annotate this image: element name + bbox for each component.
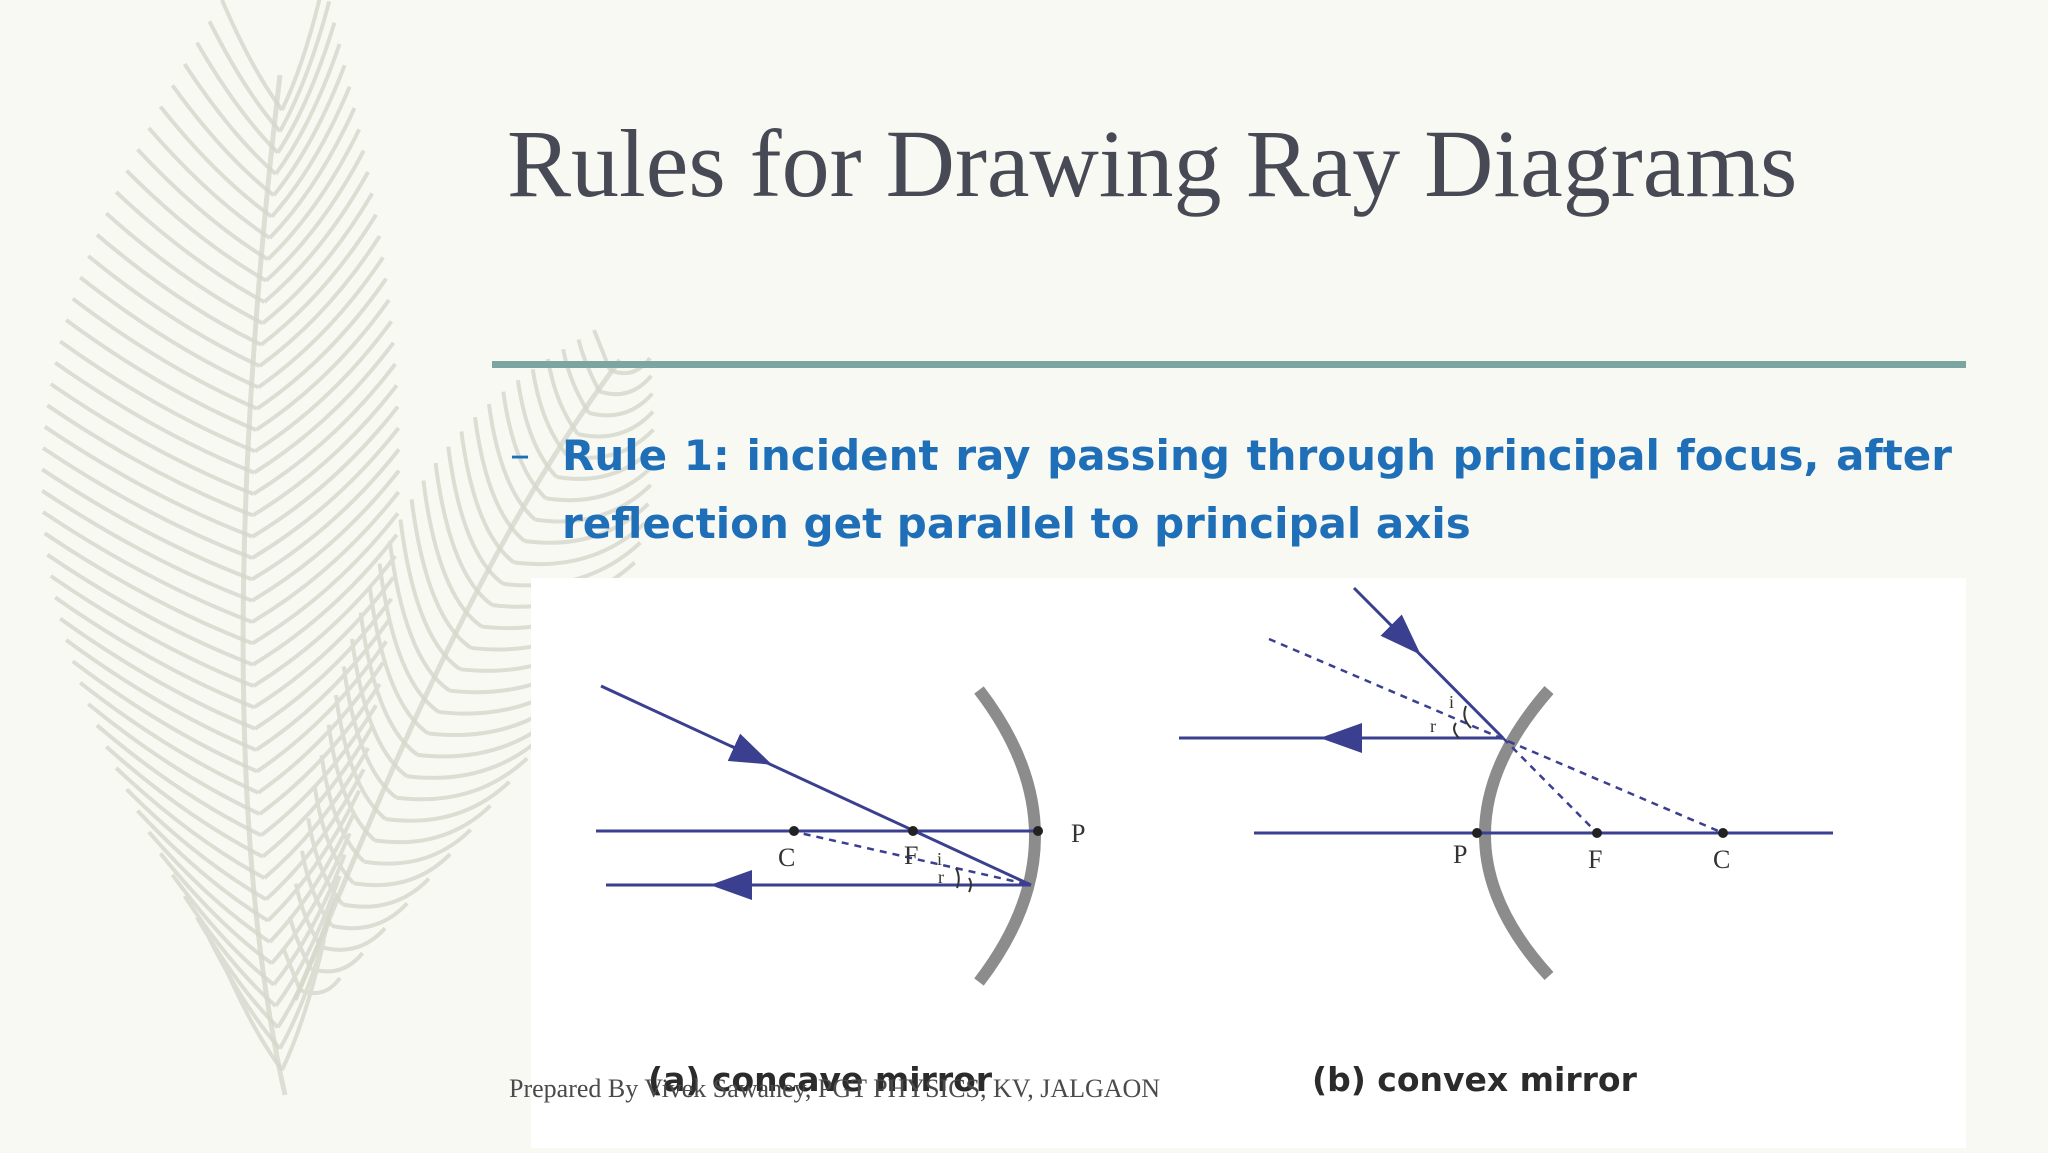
label-c: C — [1713, 845, 1730, 874]
title-divider — [492, 361, 1966, 368]
extension-to-f — [1502, 737, 1598, 834]
label-f: F — [1588, 845, 1602, 874]
concave-mirror-diagram: C F i r P — [596, 684, 1085, 986]
convex-mirror-diagram: i r P F C — [1179, 586, 1833, 981]
label-i: i — [937, 849, 942, 869]
label-r: r — [938, 867, 944, 887]
normal-extension — [1268, 637, 1724, 835]
label-i: i — [1449, 692, 1454, 712]
label-p: P — [1071, 819, 1085, 848]
concave-mirror — [974, 686, 1041, 986]
incident-ray — [600, 684, 1032, 887]
normal-line — [790, 829, 1032, 887]
label-p: P — [1453, 840, 1467, 869]
ray-diagrams: C F i r P i r P F C — [596, 586, 1833, 986]
label-r: r — [1430, 716, 1436, 736]
incident-ray — [1352, 586, 1505, 740]
ray-diagram-figure: C F i r P i r P F C — [531, 578, 1966, 1148]
footer-credit: Prepared By Vivek Sawaney, PGT PHYSICS, … — [509, 1074, 1161, 1103]
caption-convex: (b) convex mirror — [1312, 1060, 1637, 1099]
label-c: C — [778, 843, 795, 872]
rule-1-text: Rule 1: incident ray passing through pri… — [562, 431, 1952, 548]
slide-title: Rules for Drawing Ray Diagrams — [507, 110, 1798, 217]
bullet-marker: – — [510, 432, 530, 478]
label-f: F — [904, 841, 918, 870]
caption-concave: (a) concave mirror — [648, 1060, 993, 1099]
